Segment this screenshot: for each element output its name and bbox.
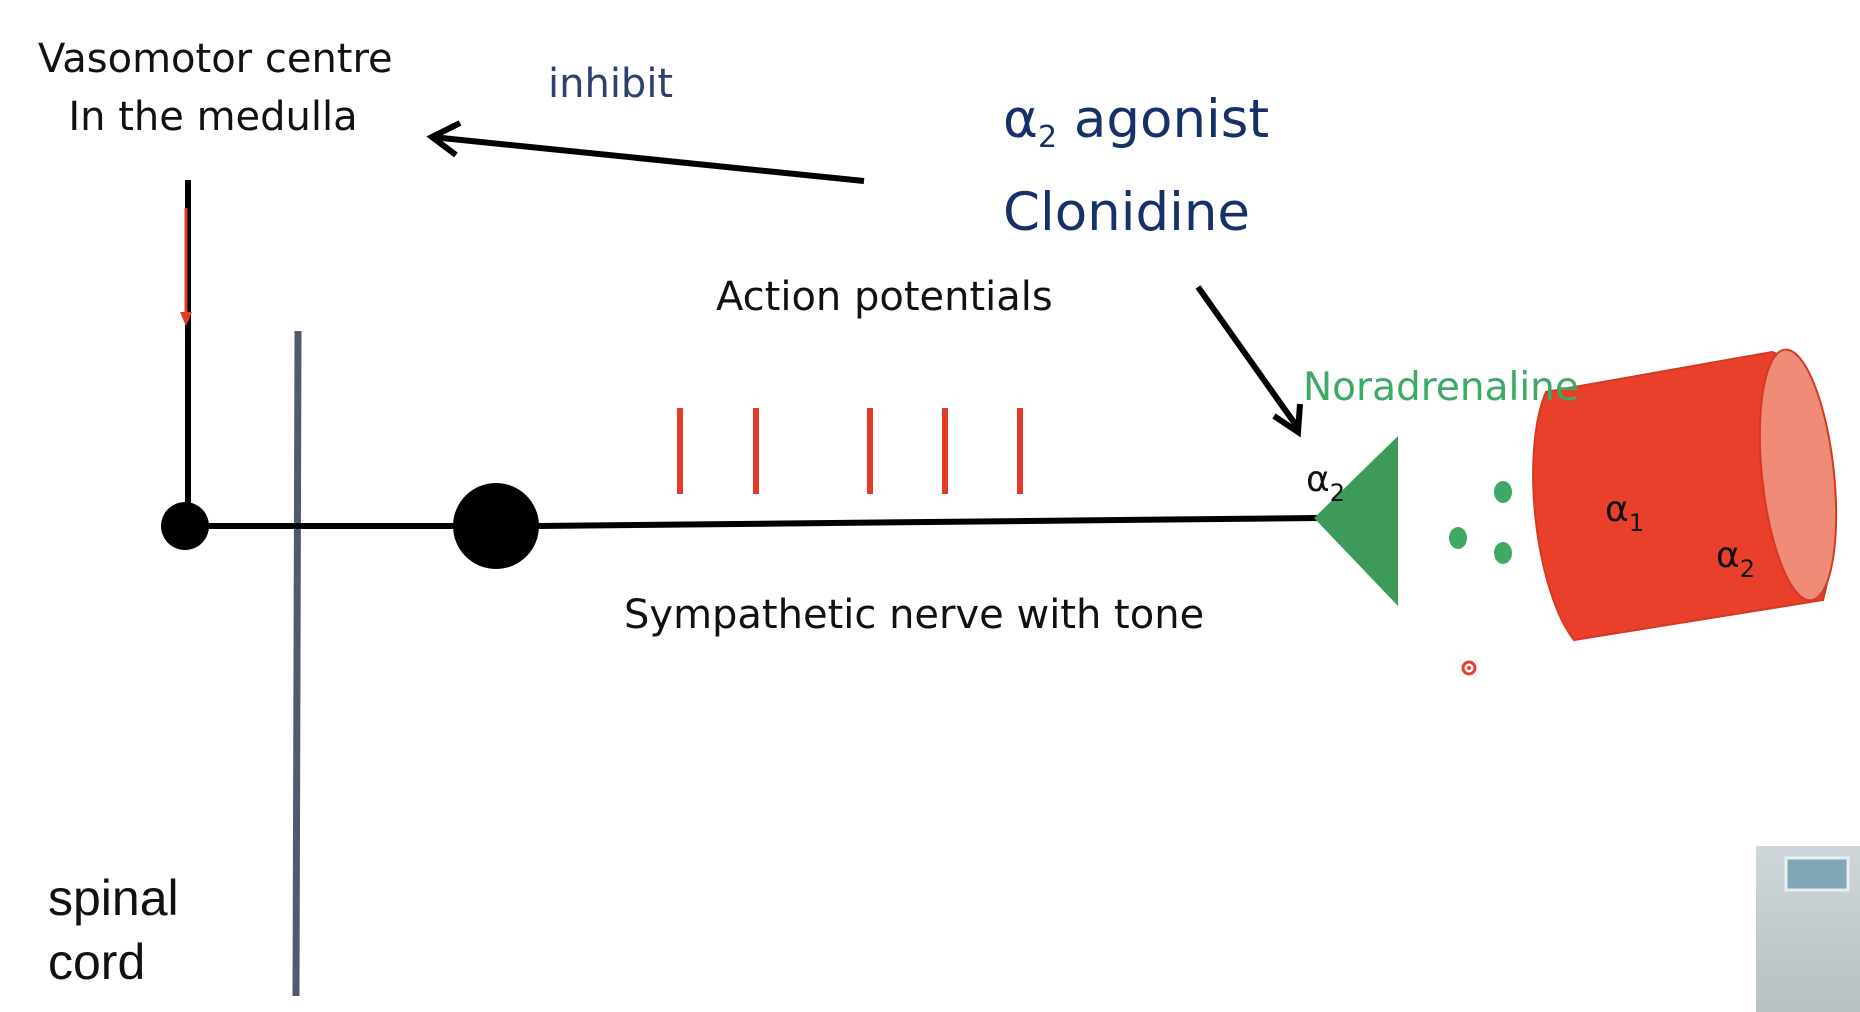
pointer-dot: [1461, 660, 1477, 676]
spinal-cord-label: spinal cord: [48, 866, 179, 994]
noradrenaline-dot: [1494, 481, 1512, 503]
pointer-dot-centre: [1467, 666, 1471, 670]
sympathetic-nerve-fibre: [537, 515, 1319, 529]
agonist-arrowhead: [1272, 403, 1303, 438]
alpha2-nerve-subscript: 2: [1329, 479, 1346, 507]
inhibit-arrowhead: [426, 120, 462, 158]
alpha2-nerve-symbol: α: [1306, 459, 1330, 500]
drug-name: Clonidine: [1003, 182, 1251, 243]
sympathetic-nerve-label: Sympathetic nerve with tone: [624, 592, 1205, 638]
agonist-arrow: [1195, 285, 1301, 430]
video-thumbnail-window: [1784, 856, 1850, 892]
agonist-line1: α2 agonist: [1003, 82, 1269, 175]
noradrenaline-dot: [1494, 542, 1512, 564]
alpha1-muscle-subscript: 1: [1628, 509, 1645, 537]
spinal-cord-line: [292, 330, 302, 997]
alpha1-muscle-symbol: α: [1605, 489, 1629, 530]
inhibit-label: inhibit: [548, 61, 674, 107]
descending-signal-arrowhead: [180, 312, 192, 326]
alpha2-receptor-muscle: α2: [1716, 535, 1756, 583]
vasomotor-centre-line1: Vasomotor centre: [38, 36, 393, 82]
vasomotor-centre-line2: In the medulla: [68, 94, 358, 140]
agonist-subscript: 2: [1037, 120, 1058, 155]
noradrenaline-dot: [1449, 527, 1467, 549]
alpha2-muscle-symbol: α: [1716, 535, 1740, 576]
spinal-cord-line2: cord: [48, 934, 146, 990]
smooth-muscle-end-face: [1758, 348, 1838, 602]
inhibit-arrow: [431, 134, 865, 184]
vasomotor-centre-label: Vasomotor centre In the medulla: [38, 30, 393, 146]
alpha2-muscle-subscript: 2: [1739, 555, 1756, 583]
agonist-word: agonist: [1073, 89, 1270, 150]
noradrenaline-label: Noradrenaline: [1303, 365, 1579, 410]
nerve-terminal: [1314, 436, 1398, 606]
alpha2-receptor-nerve: α2: [1306, 459, 1346, 507]
alpha1-receptor-muscle: α1: [1605, 489, 1645, 537]
cell-body-small: [161, 502, 209, 550]
agonist-label: α2 agonist Clonidine: [1003, 82, 1269, 250]
action-potentials: [677, 408, 1023, 494]
spinal-cord-line1: spinal: [48, 870, 179, 926]
action-potentials-label: Action potentials: [716, 274, 1053, 320]
agonist-alpha: α: [1003, 89, 1038, 150]
ganglion-cell-body: [453, 483, 539, 569]
